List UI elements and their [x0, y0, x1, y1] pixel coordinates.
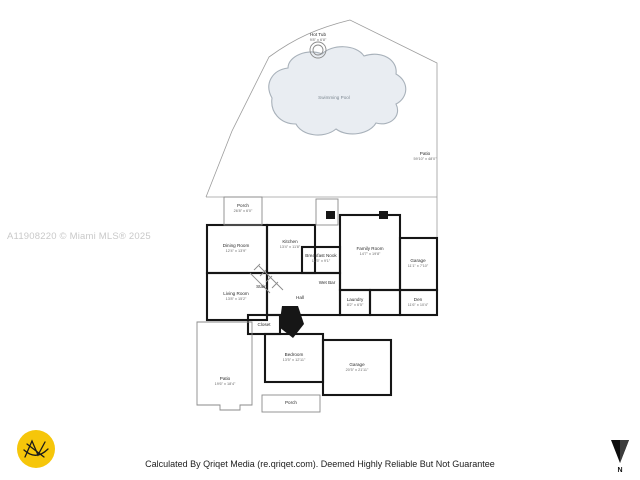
room-label-stairs: Stairs: [256, 284, 268, 289]
hot-tub-shape: [309, 41, 327, 59]
svg-text:13'4" x 11'8": 13'4" x 11'8": [280, 245, 301, 249]
room-label-bedroom: Bedroom: [285, 352, 304, 357]
room-label-laundry: Laundry: [347, 297, 364, 302]
room-label-kitchen: Kitchen: [282, 239, 298, 244]
room-label-dining: Dining Room: [223, 243, 250, 248]
room-label-porch-top: Porch: [237, 203, 249, 208]
compass-label: N: [617, 467, 622, 474]
mls-watermark: A11908220 © Miami MLS® 2025: [7, 231, 151, 242]
svg-text:13'5" x 12'11": 13'5" x 12'11": [283, 358, 306, 362]
room-label-living: Living Room: [223, 291, 249, 296]
svg-text:13'8" x 15'2": 13'8" x 15'2": [226, 297, 247, 301]
outdoor-structures: [196, 196, 339, 413]
svg-text:20'5" x 21'11": 20'5" x 21'11": [346, 368, 369, 372]
room-label-patio-lower: Patio: [220, 376, 231, 381]
hot-tub-dims: 9'8" x 6'8": [310, 38, 327, 42]
backyard-patio-label: Patio 59'10" x 48'0": [414, 151, 438, 161]
patio-lower-outline: [196, 321, 253, 411]
svg-text:Patio: Patio: [420, 151, 431, 156]
hot-tub-inner: [312, 44, 324, 56]
pool-shape: [268, 46, 407, 136]
svg-text:26'8" x 6'0": 26'8" x 6'0": [234, 209, 253, 213]
room-label-garage-bottom: Garage: [349, 362, 365, 367]
compass: N: [611, 440, 629, 474]
svg-text:11'5" x 9'1": 11'5" x 9'1": [312, 259, 331, 263]
brand-logo-scribble: [24, 439, 46, 458]
entry-outline: [315, 198, 339, 226]
room-label-garage-right: Garage: [410, 258, 426, 263]
footer-disclaimer: Calculated By Qriqet Media (re.qriqet.co…: [145, 459, 495, 469]
svg-text:14'7" x 19'8": 14'7" x 19'8": [360, 252, 381, 256]
room-label-porch-bottom: Porch: [285, 400, 297, 405]
svg-text:19'6" x 18'4": 19'6" x 18'4": [215, 382, 236, 386]
room-labels: Porch 26'8" x 6'0" Dining Room 12'4" x 1…: [215, 203, 429, 405]
svg-text:59'10" x 48'0": 59'10" x 48'0": [414, 157, 438, 161]
stairs-solid-shape: [279, 211, 388, 338]
room-label-wetbar: Wet Bar: [319, 280, 336, 285]
room-label-den: Den: [414, 297, 423, 302]
svg-text:11'6" x 10'4": 11'6" x 10'4": [408, 303, 429, 307]
room-label-family: Family Room: [356, 246, 383, 251]
room-label-hall: Hall: [296, 295, 304, 300]
swimming-pool: Swimming Pool Hot Tub 9'8" x 6'8": [268, 32, 407, 136]
brand-logo: [17, 430, 55, 468]
svg-text:8'2" x 6'5": 8'2" x 6'5": [347, 303, 364, 307]
svg-text:11'1" x 7'10": 11'1" x 7'10": [408, 264, 429, 268]
stair-treads: [249, 263, 284, 294]
room-label-closet: Closet: [257, 322, 271, 327]
svg-text:12'4" x 13'9": 12'4" x 13'9": [226, 249, 247, 253]
porch-bottom-outline: [261, 394, 321, 413]
hot-tub-label: Hot Tub: [310, 32, 327, 37]
room-label-breakfast: Breakfast Nook: [305, 253, 337, 258]
house-walls: [205, 213, 439, 397]
pool-label: Swimming Pool: [318, 95, 350, 100]
porch-top-outline: [223, 196, 263, 226]
